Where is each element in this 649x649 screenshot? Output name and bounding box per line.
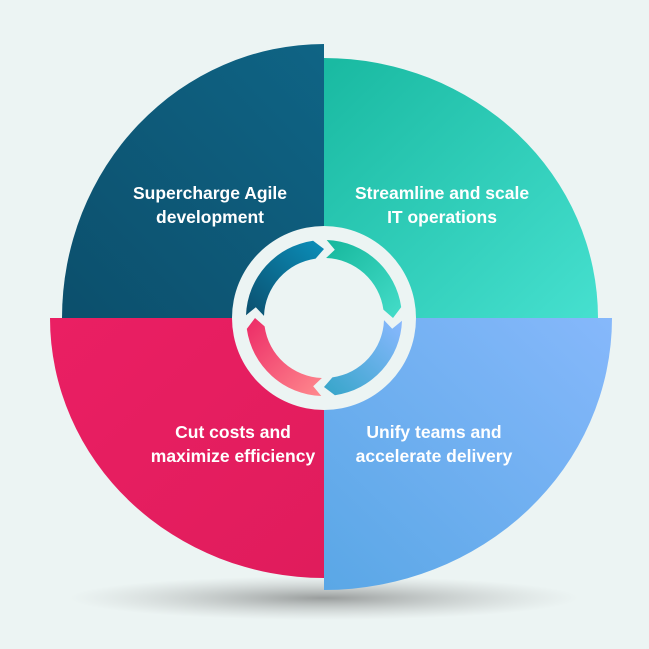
drop-shadow bbox=[69, 576, 579, 620]
quadrant-bottom-left bbox=[50, 318, 324, 578]
arrow-bottom-left-icon bbox=[246, 318, 322, 396]
quadrant-top-left bbox=[62, 44, 324, 318]
arrow-bottom-right-icon bbox=[324, 320, 402, 396]
quadrant-bottom-right bbox=[324, 318, 612, 590]
quadrant-top-right bbox=[324, 58, 598, 318]
center-ring bbox=[232, 226, 416, 410]
arrow-top-left-icon bbox=[246, 240, 324, 316]
arrow-top-right-icon bbox=[326, 240, 402, 318]
